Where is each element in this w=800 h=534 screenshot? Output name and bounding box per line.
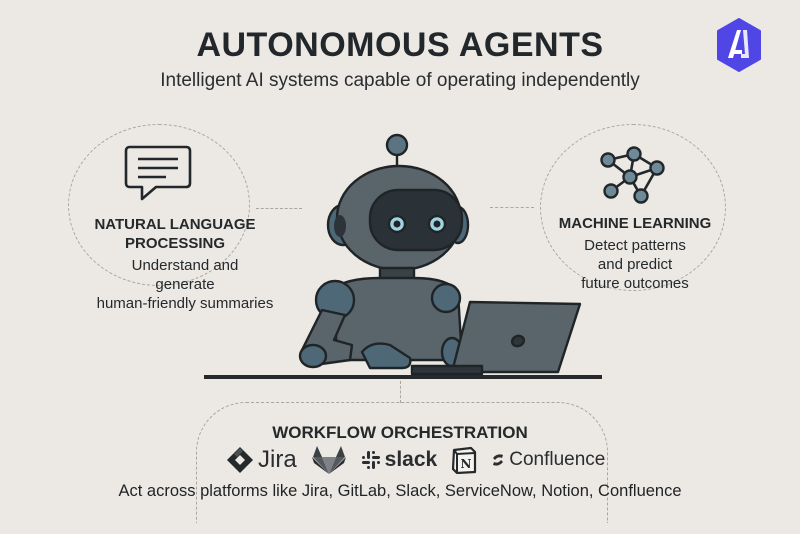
jira-icon	[227, 447, 253, 473]
page-subtitle: Intelligent AI systems capable of operat…	[160, 70, 640, 91]
platforms-description: Act across platforms like Jira, GitLab, …	[118, 482, 682, 500]
network-graph-icon	[600, 146, 665, 204]
notion-icon: N	[452, 446, 477, 474]
notion-logo: N	[451, 446, 477, 474]
orchestration-title: WORKFLOW ORCHESTRATION	[272, 423, 528, 442]
ml-feature-circle	[540, 124, 726, 291]
nlp-title: NATURAL LANGUAGE PROCESSING	[94, 216, 256, 252]
confluence-logo: Confluence	[491, 449, 605, 471]
svg-text:N: N	[461, 457, 472, 471]
ml-title: MACHINE LEARNING	[558, 215, 712, 232]
gitlab-icon	[311, 446, 346, 474]
orchestration-connector-line	[400, 381, 401, 403]
ml-connector-line	[490, 207, 534, 208]
desk-line	[204, 375, 602, 379]
speech-bubble-icon	[124, 145, 192, 201]
orchestration-frame	[196, 402, 608, 523]
ai-logo-icon	[717, 18, 761, 72]
robot-illustration	[298, 133, 582, 376]
nlp-connector-line	[256, 208, 302, 209]
jira-logo: Jira	[226, 446, 297, 474]
platform-logos: Jira slack	[226, 444, 605, 476]
slack-icon	[361, 451, 380, 469]
nlp-description: Understand and generate human-friendly s…	[96, 257, 274, 312]
nlp-feature-circle	[68, 124, 250, 286]
slack-logo: slack	[361, 448, 437, 472]
confluence-icon	[493, 454, 504, 466]
ml-description: Detect patterns and predict future outco…	[581, 237, 689, 292]
gitlab-logo	[311, 445, 347, 475]
page-title: AUTONOMOUS AGENTS	[196, 26, 604, 64]
